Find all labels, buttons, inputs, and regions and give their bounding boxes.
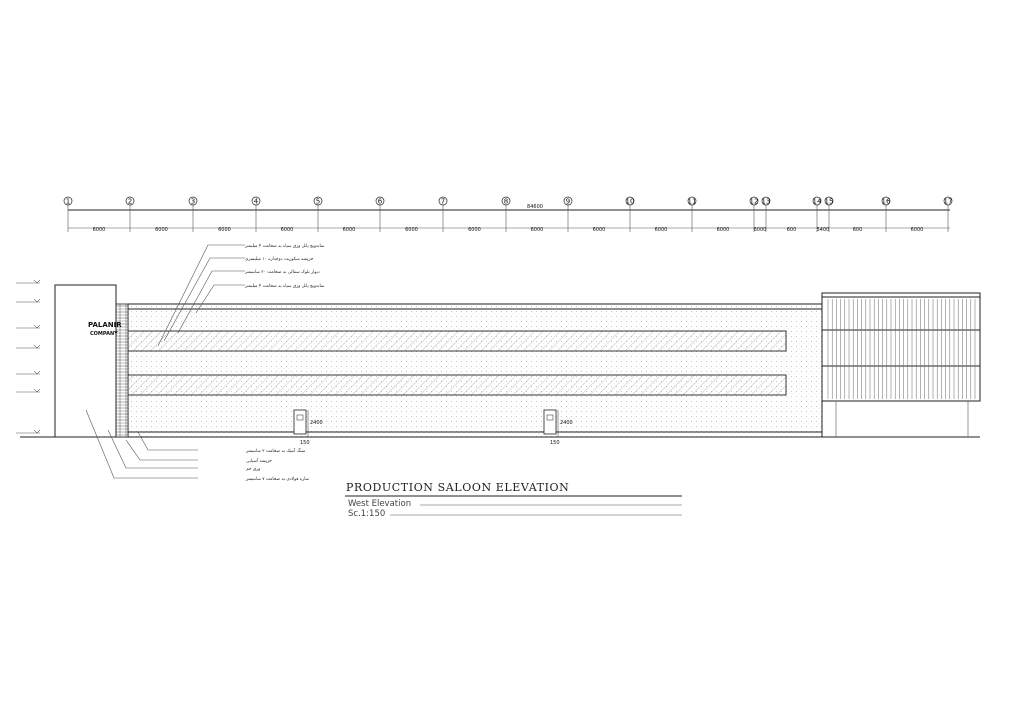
spacing-10: 6000 bbox=[655, 227, 668, 233]
grid-label-1: 1 bbox=[66, 198, 70, 206]
grid-label-13: 13 bbox=[762, 198, 771, 206]
spacing-11: 6000 bbox=[717, 227, 730, 233]
level-arrow-7 bbox=[33, 429, 41, 434]
grid-bubble-12 bbox=[749, 196, 759, 206]
spacing-13: 600 bbox=[787, 227, 797, 233]
note-bottom-2: خرپشه آسیابی bbox=[246, 458, 272, 464]
notes-top: ساندویچ پانل ورق سیاه به ضخامت ۴ میلیمتر… bbox=[244, 244, 325, 289]
grid-bubble-16 bbox=[881, 196, 891, 206]
note-top-2: خرپشه سکوریت دوجداره ۱۰ میلیمتری bbox=[245, 256, 314, 262]
grid-label-7: 7 bbox=[441, 198, 445, 206]
grid-bubble-8 bbox=[501, 196, 511, 206]
spacing-3: 6000 bbox=[218, 227, 231, 233]
grid-bubble-4 bbox=[251, 196, 261, 206]
grid-label-16: 16 bbox=[882, 198, 891, 206]
grid-label-9: 9 bbox=[566, 198, 570, 206]
facade bbox=[20, 303, 980, 438]
grid-spacings: 6000 6000 6000 6000 6000 6000 6000 6000 6000 6000… bbox=[93, 227, 924, 233]
note-top-3: دیوار بلوک سفالی به ضخامت ۲۰ سانتیمتر bbox=[244, 269, 320, 275]
note-bottom-3: ورق خم bbox=[246, 467, 260, 472]
window-band-upper bbox=[127, 330, 787, 352]
grid-bubble-17 bbox=[943, 196, 953, 206]
drawing-title: PRODUCTION SALOON ELEVATION bbox=[346, 481, 569, 494]
grid-bubble-11 bbox=[687, 196, 697, 206]
door-2-width: 150 bbox=[550, 440, 560, 446]
level-arrow-2 bbox=[33, 298, 41, 303]
grid-bubble-1 bbox=[63, 196, 73, 206]
level-arrow-6 bbox=[33, 388, 41, 393]
grid-label-3: 3 bbox=[191, 198, 195, 206]
grid-label-14: 14 bbox=[813, 198, 822, 206]
note-bottom-1: سنگ آنتیک به ضخامت ۲ سانتیمتر bbox=[245, 448, 306, 454]
spacing-1: 6000 bbox=[93, 227, 106, 233]
spacing-16: 6000 bbox=[911, 227, 924, 233]
note-top-1: ساندویچ پانل ورق سیاه به ضخامت ۴ میلیمتر bbox=[244, 244, 325, 249]
level-arrow-4 bbox=[33, 344, 41, 349]
grid-bubble-10 bbox=[625, 196, 635, 206]
door-1-width: 150 bbox=[300, 440, 310, 446]
door-2: 2400 150 bbox=[543, 409, 573, 446]
door-1-height: 2400 bbox=[310, 420, 323, 426]
grid-bubble-3 bbox=[188, 196, 198, 206]
grid-label-15: 15 bbox=[825, 198, 834, 206]
scale-label: Sc.1:150 bbox=[348, 509, 385, 519]
level-arrow-1 bbox=[33, 279, 41, 284]
note-top-4: ساندویچ پانل ورق سیاه به ضخامت ۴ میلیمتر bbox=[244, 284, 325, 289]
facade-wall bbox=[127, 303, 823, 438]
grid-label-6: 6 bbox=[378, 198, 383, 206]
door-2-height: 2400 bbox=[560, 420, 573, 426]
door-1: 2400 150 bbox=[293, 409, 323, 446]
grid-bubble-14 bbox=[812, 196, 822, 206]
grid-bubble-6 bbox=[375, 196, 385, 206]
spacing-12: 6000 bbox=[754, 227, 767, 233]
grid-bubble-9 bbox=[563, 196, 573, 206]
grid-bubble-15 bbox=[824, 196, 834, 206]
spacing-15: 600 bbox=[853, 227, 863, 233]
spacing-8: 6000 bbox=[531, 227, 544, 233]
grid-label-2: 2 bbox=[128, 198, 132, 206]
grid-bubble-2 bbox=[125, 196, 135, 206]
grid-label-12: 12 bbox=[750, 198, 759, 206]
overall-dimension: 84600 bbox=[527, 204, 543, 210]
spacing-14: 5400 bbox=[817, 227, 830, 233]
logo-line2: COMPANY bbox=[90, 331, 118, 337]
spacing-7: 6000 bbox=[468, 227, 481, 233]
level-arrow-3 bbox=[33, 324, 41, 329]
note-leaders bbox=[85, 244, 245, 479]
spacing-4: 6000 bbox=[281, 227, 294, 233]
spacing-5: 6000 bbox=[343, 227, 356, 233]
title-block: PRODUCTION SALOON ELEVATION West Elevati… bbox=[345, 481, 682, 519]
note-bottom-4: سازه فولادی به ضخامت ۷ سانتیمتر bbox=[245, 477, 309, 482]
spacing-2: 6000 bbox=[155, 227, 168, 233]
window-band-lower bbox=[127, 374, 787, 396]
grid-bubble-5 bbox=[313, 196, 323, 206]
level-arrow-5 bbox=[33, 370, 41, 375]
spacing-9: 6000 bbox=[593, 227, 606, 233]
grid-label-8: 8 bbox=[504, 198, 508, 206]
grid-label-4: 4 bbox=[254, 198, 259, 206]
notes-bottom: سنگ آنتیک به ضخامت ۲ سانتیمتر خرپشه آسیاب… bbox=[245, 448, 309, 482]
entrance-block bbox=[54, 284, 117, 438]
view-name: West Elevation bbox=[348, 499, 411, 509]
grid-bubble-7 bbox=[438, 196, 448, 206]
logo-line1: PALANIR bbox=[88, 321, 122, 329]
office-block bbox=[821, 292, 981, 437]
grid-label-17: 17 bbox=[944, 198, 953, 206]
spacing-6: 6000 bbox=[405, 227, 418, 233]
grid-bubble-13 bbox=[761, 196, 771, 206]
level-markers bbox=[16, 279, 41, 434]
grid-label-11: 11 bbox=[688, 198, 697, 206]
grid-label-10: 10 bbox=[626, 198, 635, 206]
grid-label-5: 5 bbox=[316, 198, 320, 206]
